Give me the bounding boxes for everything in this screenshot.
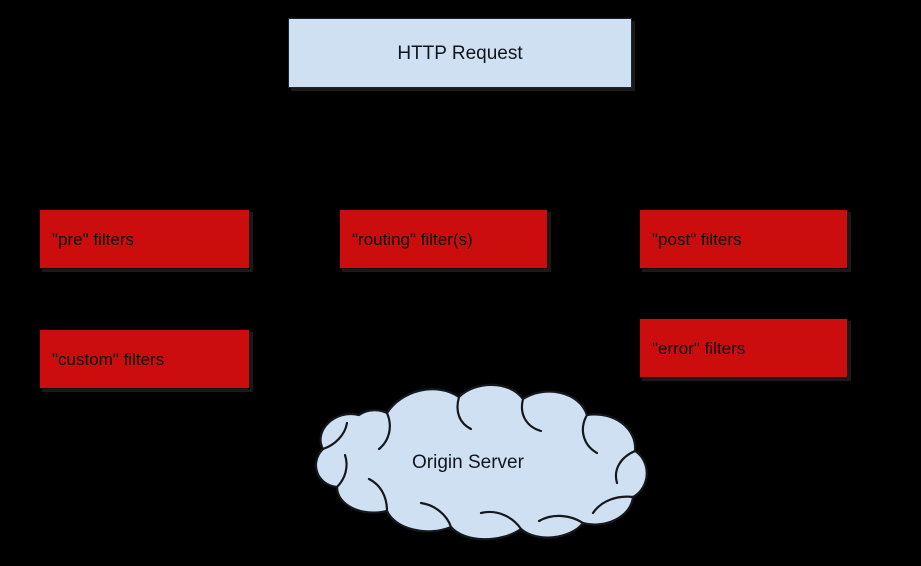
node-error-filters: "error" filters — [639, 318, 848, 378]
node-label-error-filters: "error" filters — [652, 338, 746, 358]
node-label-routing-filters: "routing" filter(s) — [352, 229, 473, 249]
node-label-post-filters: "post" filters — [652, 229, 742, 249]
node-pre-filters: "pre" filters — [39, 209, 250, 269]
node-label-http-request: HTTP Request — [397, 42, 523, 64]
node-origin-server: Origin Server — [283, 383, 653, 543]
node-custom-filters: "custom" filters — [39, 329, 250, 389]
node-routing-filters: "routing" filter(s) — [339, 209, 548, 269]
node-post-filters: "post" filters — [639, 209, 848, 269]
node-label-pre-filters: "pre" filters — [52, 229, 134, 249]
node-label-custom-filters: "custom" filters — [52, 349, 165, 369]
cloud-shape — [314, 383, 648, 541]
node-http-request: HTTP Request — [288, 18, 632, 88]
